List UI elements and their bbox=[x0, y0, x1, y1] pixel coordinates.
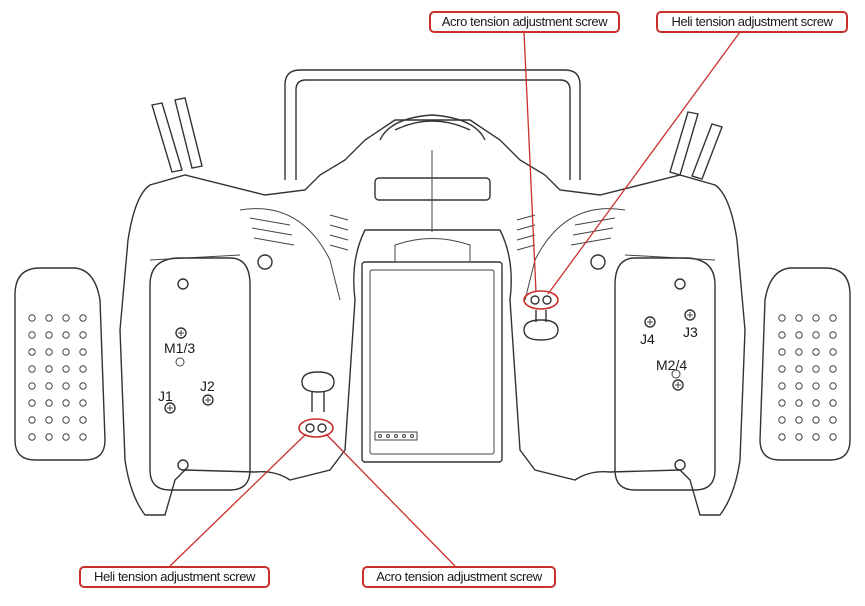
grip-dot bbox=[28, 314, 36, 322]
label-j1: J1 bbox=[158, 388, 173, 404]
grip-dot bbox=[45, 365, 53, 373]
grip-dot bbox=[62, 331, 70, 339]
grip-dot bbox=[778, 314, 786, 322]
grip-dot bbox=[812, 348, 820, 356]
grip-dot bbox=[79, 433, 87, 441]
grip-dot bbox=[829, 399, 837, 407]
grip-dot bbox=[795, 382, 803, 390]
grip-dot bbox=[778, 399, 786, 407]
screw-m13 bbox=[175, 327, 187, 339]
grip-dot bbox=[778, 433, 786, 441]
grip-dot bbox=[829, 348, 837, 356]
screw-j4 bbox=[644, 316, 656, 328]
grip-dot bbox=[795, 348, 803, 356]
grip-dot bbox=[62, 348, 70, 356]
grip-dot bbox=[795, 433, 803, 441]
leader-acro-top bbox=[523, 31, 537, 293]
grip-dot bbox=[79, 314, 87, 322]
grip-dot bbox=[795, 416, 803, 424]
grip-dot bbox=[28, 365, 36, 373]
grip-dot bbox=[45, 399, 53, 407]
battery-compartment bbox=[361, 238, 503, 463]
callout-acro-bottom: Acro tension adjustment screw bbox=[362, 566, 556, 588]
grip-dot bbox=[28, 433, 36, 441]
leader-heli-bottom bbox=[169, 433, 307, 567]
screw-j3 bbox=[684, 309, 696, 321]
leader-lines bbox=[169, 31, 741, 567]
grip-dot bbox=[812, 382, 820, 390]
grip-dot bbox=[45, 382, 53, 390]
leader-acro-bottom bbox=[325, 433, 456, 567]
grip-dot bbox=[829, 382, 837, 390]
callout-heli-bottom: Heli tension adjustment screw bbox=[79, 566, 270, 588]
grip-dot bbox=[812, 365, 820, 373]
grip-dot bbox=[812, 416, 820, 424]
grip-dot bbox=[829, 433, 837, 441]
grip-dot bbox=[79, 348, 87, 356]
right-antenna bbox=[669, 111, 723, 180]
grip-dot bbox=[45, 433, 53, 441]
grip-dot bbox=[28, 399, 36, 407]
grip-dot bbox=[812, 399, 820, 407]
callout-heli-top: Heli tension adjustment screw bbox=[656, 11, 848, 33]
label-j4: J4 bbox=[640, 331, 655, 347]
screw-m24 bbox=[671, 369, 684, 391]
right-grip-panel bbox=[614, 257, 716, 491]
screw-j2 bbox=[202, 394, 214, 406]
left-rubber-grip bbox=[14, 267, 106, 461]
grip-dot bbox=[79, 331, 87, 339]
label-j3: J3 bbox=[683, 324, 698, 340]
grip-dot bbox=[829, 365, 837, 373]
transmitter-body bbox=[119, 114, 746, 516]
leader-heli-top bbox=[547, 31, 741, 295]
grip-dot bbox=[62, 365, 70, 373]
grip-dot bbox=[45, 314, 53, 322]
grip-dot bbox=[778, 365, 786, 373]
left-tension-adjuster bbox=[298, 371, 335, 438]
grip-dot bbox=[79, 416, 87, 424]
grip-dot bbox=[62, 399, 70, 407]
label-j2: J2 bbox=[200, 378, 215, 394]
grip-dot bbox=[28, 348, 36, 356]
grip-dot bbox=[812, 331, 820, 339]
grip-dot bbox=[45, 416, 53, 424]
left-antenna bbox=[151, 97, 203, 173]
left-grip-panel bbox=[149, 257, 251, 491]
grip-dot bbox=[812, 314, 820, 322]
label-m13: M1/3 bbox=[164, 340, 196, 356]
grip-dot bbox=[45, 348, 53, 356]
grip-dot bbox=[62, 416, 70, 424]
callout-acro-top: Acro tension adjustment screw bbox=[429, 11, 620, 33]
screw-m13-lower bbox=[175, 357, 185, 367]
carrying-handle bbox=[284, 69, 581, 180]
grip-dot bbox=[778, 331, 786, 339]
grip-dot bbox=[62, 433, 70, 441]
grip-dot bbox=[829, 314, 837, 322]
grip-dot bbox=[79, 365, 87, 373]
grip-dot bbox=[778, 348, 786, 356]
grip-dot bbox=[778, 416, 786, 424]
grip-dot bbox=[778, 382, 786, 390]
grip-dot bbox=[795, 314, 803, 322]
right-tension-adjuster bbox=[523, 290, 559, 341]
grip-dot bbox=[28, 416, 36, 424]
screw-j1 bbox=[164, 402, 176, 414]
grip-dot bbox=[62, 314, 70, 322]
grip-dot bbox=[79, 399, 87, 407]
grip-dot bbox=[812, 433, 820, 441]
grip-dot bbox=[795, 331, 803, 339]
grip-dot bbox=[28, 331, 36, 339]
grip-dot bbox=[45, 331, 53, 339]
grip-dot bbox=[79, 382, 87, 390]
grip-dot bbox=[62, 382, 70, 390]
grip-dot bbox=[829, 416, 837, 424]
label-m24: M2/4 bbox=[656, 357, 688, 373]
grip-dot bbox=[795, 365, 803, 373]
right-rubber-grip bbox=[759, 267, 851, 461]
grip-dot bbox=[829, 331, 837, 339]
grip-dot bbox=[795, 399, 803, 407]
grip-dot bbox=[28, 382, 36, 390]
